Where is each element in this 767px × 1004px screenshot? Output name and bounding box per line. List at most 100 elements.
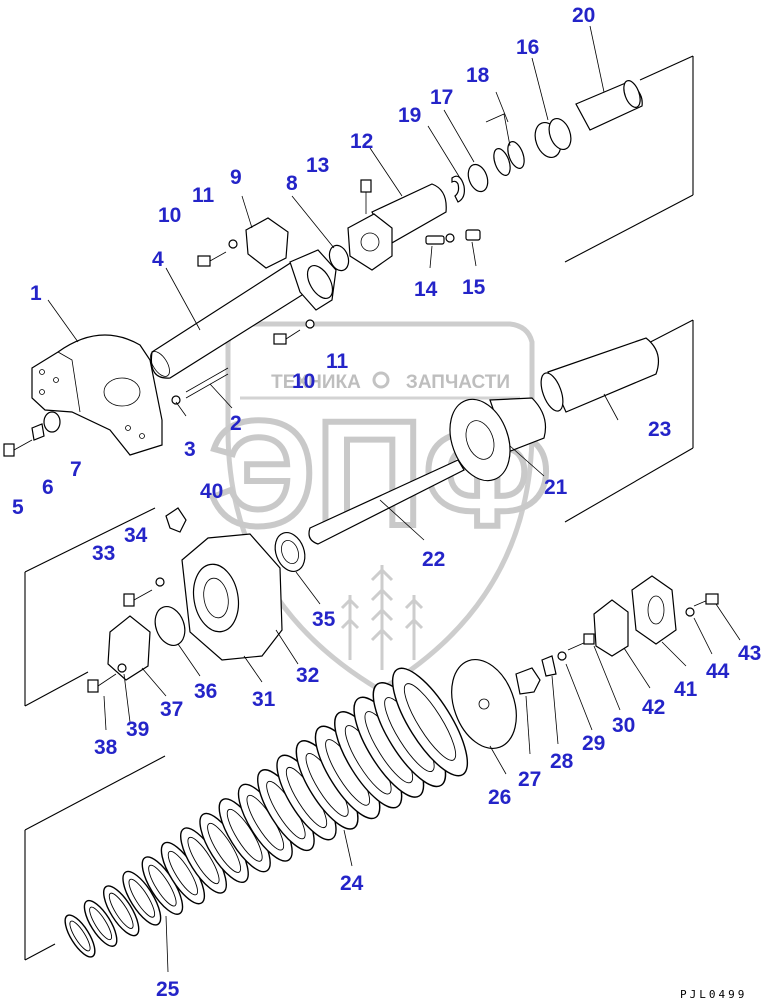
cylinder-12 — [347, 183, 447, 271]
callout-34: 34 — [124, 524, 148, 547]
spring-coil-inner — [89, 906, 113, 941]
spring-coil — [122, 870, 162, 926]
gear-icon — [372, 371, 390, 389]
callout-38: 38 — [94, 736, 118, 759]
spring-coil — [64, 914, 96, 958]
callout-44: 44 — [706, 660, 730, 683]
rings-18 — [485, 113, 525, 176]
callout-10a: 10 — [158, 204, 181, 227]
washer-30 — [557, 651, 567, 661]
spring-coil-inner — [403, 683, 457, 761]
o-ring-8 — [328, 244, 350, 272]
callout-27: 27 — [518, 768, 541, 791]
spring-coil-inner — [148, 864, 177, 907]
spring-24 — [64, 667, 469, 958]
stud-2 — [185, 367, 229, 399]
spring-coil-inner — [167, 850, 198, 896]
lock-28 — [541, 655, 557, 677]
callout-39: 39 — [126, 718, 149, 741]
callout-13: 13 — [306, 154, 329, 177]
callout-18: 18 — [466, 64, 490, 87]
callout-22: 22 — [422, 548, 445, 571]
spring-coil-inner — [69, 920, 91, 952]
gasket-42 — [593, 599, 629, 657]
callout-28: 28 — [550, 750, 574, 773]
callout-40: 40 — [200, 480, 223, 503]
plate-7 — [43, 411, 61, 433]
spring-coil — [83, 899, 118, 947]
callout-35: 35 — [312, 608, 336, 631]
spring-coil — [103, 885, 140, 937]
callout-41: 41 — [674, 678, 698, 701]
washer-44 — [685, 607, 695, 617]
leader-lines — [47, 25, 741, 973]
callout-20: 20 — [572, 4, 595, 27]
callout-3: 3 — [184, 438, 196, 461]
callout-8: 8 — [286, 172, 298, 195]
seal-35 — [274, 532, 306, 572]
bolt-43 — [693, 593, 719, 607]
bolt-38 — [87, 673, 117, 693]
tube-flange — [289, 249, 337, 311]
nut-17 — [467, 163, 489, 193]
callout-2: 2 — [230, 412, 242, 435]
bolt-29 — [567, 633, 595, 651]
piston-16 — [534, 117, 572, 159]
seal-36 — [154, 606, 186, 646]
nut-27 — [515, 667, 541, 695]
fitting-40 — [165, 507, 187, 533]
callout-11a: 11 — [192, 184, 215, 207]
callout-12: 12 — [350, 130, 373, 153]
housing-1 — [31, 334, 163, 456]
watermark-wheat-icon — [340, 565, 424, 670]
snap-ring-19 — [451, 175, 465, 203]
rod-23 — [540, 337, 659, 413]
callout-26: 26 — [488, 786, 511, 809]
callout-30: 30 — [612, 714, 635, 737]
callout-4: 4 — [152, 248, 164, 271]
drawing-code: PJL0499 — [680, 988, 747, 1001]
washer-34 — [155, 577, 165, 587]
callout-10b: 10 — [292, 370, 315, 393]
callout-21: 21 — [544, 476, 568, 499]
frame-lines — [24, 55, 694, 961]
watermark-right-text: ЗАПЧАСТИ — [406, 372, 510, 393]
plate-26 — [451, 658, 517, 750]
callout-29: 29 — [582, 732, 605, 755]
washer-11-upper — [228, 239, 238, 249]
watermark-left-text: ТЕХНИКА — [271, 372, 361, 393]
callout-33: 33 — [92, 542, 115, 565]
spring-coil — [391, 667, 469, 777]
callouts: 1 2 3 4 5 6 7 8 9 10 10 11 11 12 13 14 1… — [12, 4, 761, 1001]
spring-coil-inner — [207, 822, 242, 873]
bolt-33 — [123, 589, 153, 607]
washer-6 — [31, 423, 45, 441]
bolt-13 — [360, 179, 372, 214]
housing-31 — [181, 533, 283, 661]
shaft-22 — [308, 459, 465, 545]
callout-6: 6 — [42, 476, 54, 499]
callout-31: 31 — [252, 688, 276, 711]
bolt-10-middle — [273, 329, 301, 345]
fitting-14 — [425, 233, 455, 245]
gasket-37 — [107, 615, 151, 681]
spring-coil-inner — [128, 878, 156, 918]
washer-11-middle — [305, 319, 315, 329]
callout-23: 23 — [648, 418, 671, 441]
callout-1: 1 — [30, 282, 42, 305]
callout-37: 37 — [160, 698, 183, 721]
tube-4 — [150, 261, 311, 379]
callout-43: 43 — [738, 642, 761, 665]
callout-42: 42 — [642, 696, 665, 719]
bolt-5 — [3, 439, 33, 457]
rod-20 — [575, 80, 643, 131]
washer-3 — [171, 395, 181, 405]
callout-7: 7 — [70, 458, 82, 481]
bolt-10-upper — [197, 251, 227, 267]
callout-11b: 11 — [326, 350, 349, 373]
spring-coil-inner — [108, 892, 134, 929]
callout-36: 36 — [194, 680, 217, 703]
hub-21 — [449, 397, 547, 482]
